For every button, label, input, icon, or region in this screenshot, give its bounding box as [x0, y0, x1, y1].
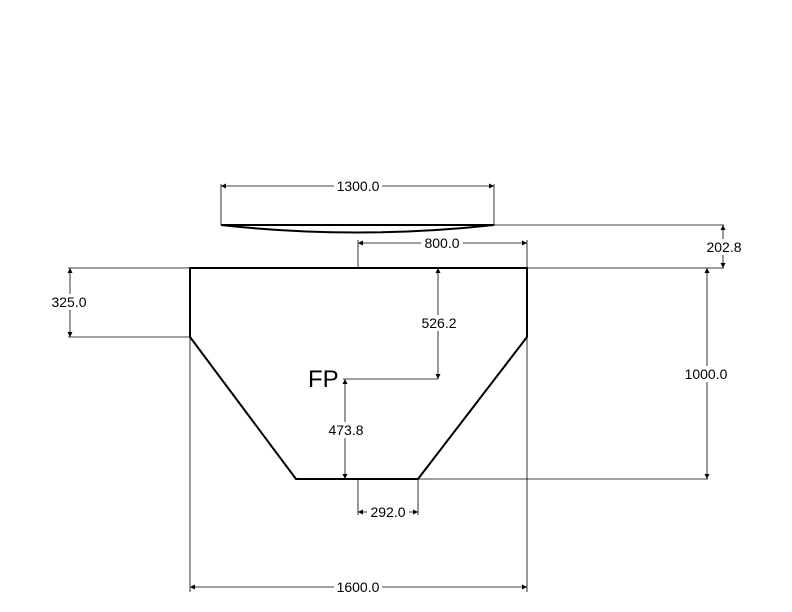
fp-label: FP [308, 366, 339, 393]
section-outline [189, 267, 528, 480]
label-backgrounds [48, 178, 745, 595]
dim-label-top-width: 1300.0 [337, 178, 380, 194]
dim-label-bottom-inner: 292.0 [370, 504, 405, 520]
dimension-lines [67, 183, 726, 590]
dim-label-left-height: 325.0 [51, 294, 86, 310]
dim-label-right-height: 1000.0 [685, 366, 728, 382]
extension-lines [68, 184, 724, 592]
dim-label-inner-width: 800.0 [424, 235, 459, 251]
dimension-labels: 1300.0 800.0 202.8 325.0 526.2 1000.0 47… [51, 178, 741, 595]
dim-label-lower-vertical: 473.8 [328, 422, 363, 438]
lens-shape [220, 224, 495, 234]
dim-label-upper-vertical: 526.2 [421, 315, 456, 331]
dim-label-top-offset: 202.8 [706, 239, 741, 255]
dim-label-bottom-width: 1600.0 [337, 579, 380, 595]
